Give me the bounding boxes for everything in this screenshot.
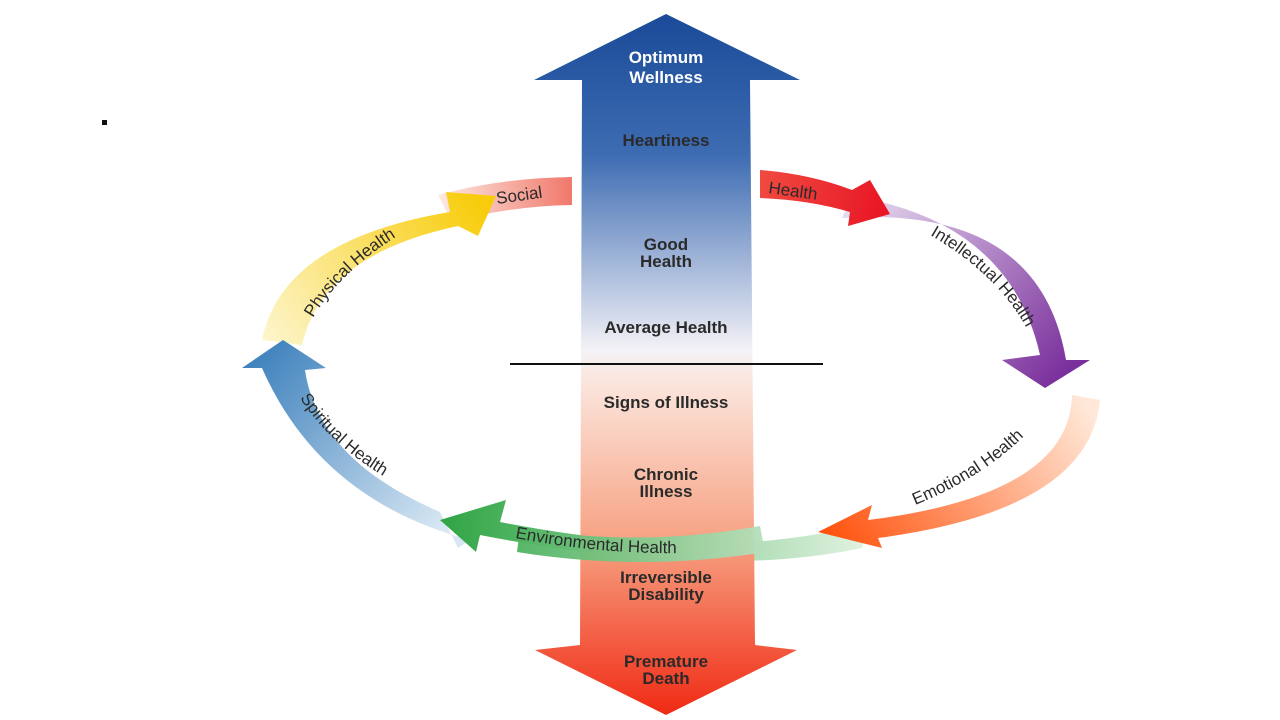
ring-segment-health [760, 170, 890, 226]
optimum-label: Optimum [629, 48, 704, 67]
good-health-label: Health [640, 252, 692, 271]
average-health-label: Average Health [604, 318, 727, 337]
premature-label: Premature [624, 652, 708, 671]
irreversible-label: Irreversible [620, 568, 712, 587]
death-label: Death [642, 669, 689, 688]
illness-label: Illness [640, 482, 693, 501]
disability-label: Disability [628, 585, 704, 604]
good-label: Good [644, 235, 688, 254]
chronic-label: Chronic [634, 465, 698, 484]
ring-segment-physical [262, 192, 496, 345]
slide-bullet [102, 120, 107, 125]
wellness-label: Wellness [629, 68, 702, 87]
ring-segment-environmental-front [517, 526, 765, 562]
heartiness-label: Heartiness [623, 131, 710, 150]
ring-segment-intellectual [842, 196, 1090, 388]
signs-of-illness-label: Signs of Illness [604, 393, 729, 412]
ring-segment-spiritual [242, 340, 470, 548]
ring-segment-emotional [818, 395, 1100, 548]
